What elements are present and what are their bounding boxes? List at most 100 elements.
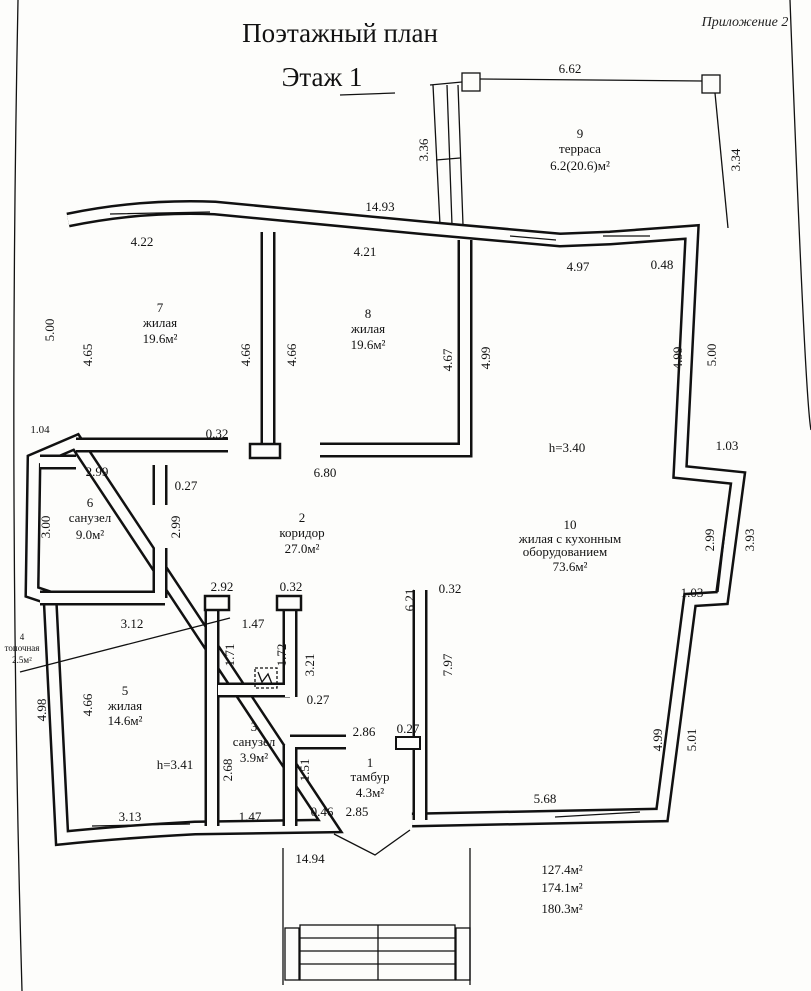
floor-label: Этаж 1 — [282, 62, 363, 92]
room-3-name: санузел — [233, 734, 276, 749]
total-area-3: 180.3м² — [541, 901, 582, 916]
room-labels: 9 терраса 6.2(20.6)м² 7 жилая 19.6м² 8 ж… — [5, 126, 622, 800]
room-4-name: топочная — [5, 643, 40, 653]
dim: 0.27 — [397, 721, 420, 736]
room-2-area: 27.0м² — [285, 541, 320, 556]
room-9-number: 9 — [577, 126, 584, 141]
room-8-area: 19.6м² — [351, 337, 386, 352]
room-2-name: коридор — [279, 525, 324, 540]
room-4-number: 4 — [20, 632, 25, 642]
dim: 6.62 — [559, 61, 582, 76]
dim: 0.48 — [651, 257, 674, 272]
dim: 6.80 — [314, 465, 337, 480]
dim: 14.93 — [365, 199, 394, 214]
dim: 2.85 — [346, 804, 369, 819]
floor-underline — [339, 92, 396, 96]
dim: 4.66 — [284, 343, 299, 366]
room-7-number: 7 — [157, 300, 164, 315]
room-9-name: терраса — [559, 141, 601, 156]
dim: 0.32 — [206, 426, 229, 441]
porch-stairs — [282, 848, 471, 985]
ceiling-height-1: h=3.40 — [549, 440, 586, 455]
dim: 4.65 — [80, 344, 95, 367]
paper-edge — [13, 0, 23, 991]
room-1-number: 1 — [367, 755, 374, 770]
room-4-area: 2.5м² — [12, 655, 32, 665]
ceiling-height-2: h=3.41 — [157, 757, 194, 772]
dim: 1.72 — [274, 644, 289, 667]
dim: 4.99 — [478, 347, 493, 370]
total-area-1: 127.4м² — [541, 862, 582, 877]
dim: 4.66 — [80, 693, 95, 716]
dim: 1.03 — [681, 585, 704, 600]
dim: 3.21 — [302, 654, 317, 677]
dim: 4.67 — [440, 348, 455, 371]
dim: 0.27 — [175, 478, 198, 493]
dim: 5.68 — [534, 791, 557, 806]
plan-title: Поэтажный план — [242, 18, 438, 48]
dim: 2.86 — [353, 724, 376, 739]
dim: 3.12 — [121, 616, 144, 631]
room-1-area: 4.3м² — [356, 785, 384, 800]
dim: 2.92 — [211, 579, 234, 594]
room-5-area: 14.6м² — [108, 713, 143, 728]
dim: 2.99 — [168, 516, 183, 539]
room-3-number: 3 — [251, 719, 258, 734]
dim: 2.99 — [86, 464, 109, 479]
room-1-name: тамбур — [351, 769, 390, 784]
dim: 5.01 — [684, 729, 699, 752]
dim: 3.13 — [119, 809, 142, 824]
dim: 3.36 — [416, 138, 431, 161]
dim: 1.51 — [297, 759, 312, 782]
dim: 0.32 — [439, 581, 462, 596]
dim: 1.47 — [239, 809, 262, 824]
room-10-name: жилая с кухонным — [518, 531, 621, 546]
room-8-number: 8 — [365, 306, 372, 321]
dimensions: 6.62 3.36 3.34 14.93 4.22 4.21 4.97 0.48… — [30, 61, 757, 866]
room-9-area: 6.2(20.6)м² — [550, 158, 610, 173]
room-7-name: жилая — [142, 315, 177, 330]
room-5-name: жилая — [107, 698, 142, 713]
total-area-2: 174.1м² — [541, 880, 582, 895]
dim: 0.32 — [280, 579, 303, 594]
dim: 4.22 — [131, 234, 154, 249]
dim: 7.97 — [440, 653, 455, 676]
dim: 0.46 — [311, 804, 334, 819]
dim: 1.03 — [716, 438, 739, 453]
appendix-label: Приложение 2 — [701, 15, 789, 30]
dim: 5.00 — [704, 344, 719, 367]
dim: 3.93 — [742, 529, 757, 552]
room-6-number: 6 — [87, 495, 94, 510]
area-totals: 127.4м² 174.1м² 180.3м² — [541, 862, 582, 916]
room-10-number: 10 — [564, 517, 577, 532]
room-5-number: 5 — [122, 683, 129, 698]
dim: 1.47 — [242, 616, 265, 631]
dim: 3.00 — [38, 516, 53, 539]
terrace — [429, 72, 729, 229]
dim: 3.34 — [728, 148, 743, 171]
interior-walls — [19, 232, 473, 826]
dim: 1.04 — [30, 424, 50, 436]
room-8-name: жилая — [350, 321, 385, 336]
dim: 2.68 — [220, 759, 235, 782]
room-10-area: 73.6м² — [553, 559, 588, 574]
dim: 4.99 — [650, 729, 665, 752]
paper-curl — [789, 0, 811, 431]
room-10-name-2: оборудованием — [523, 544, 607, 559]
room-7-area: 19.6м² — [143, 331, 178, 346]
dim: 4.98 — [34, 699, 49, 722]
dim: 4.97 — [567, 259, 590, 274]
dim: 5.00 — [42, 319, 57, 342]
dim: 0.27 — [307, 692, 330, 707]
dim: 4.66 — [238, 343, 253, 366]
dim: 1.71 — [222, 644, 237, 667]
outer-walls — [24, 200, 747, 856]
dim: 2.99 — [702, 529, 717, 552]
dim: 14.94 — [295, 851, 325, 866]
dim: 4.21 — [354, 244, 377, 259]
dim: 4.99 — [670, 347, 685, 370]
room-2-number: 2 — [299, 510, 306, 525]
dim: 6.21 — [402, 589, 417, 612]
room-6-name: санузел — [69, 510, 112, 525]
